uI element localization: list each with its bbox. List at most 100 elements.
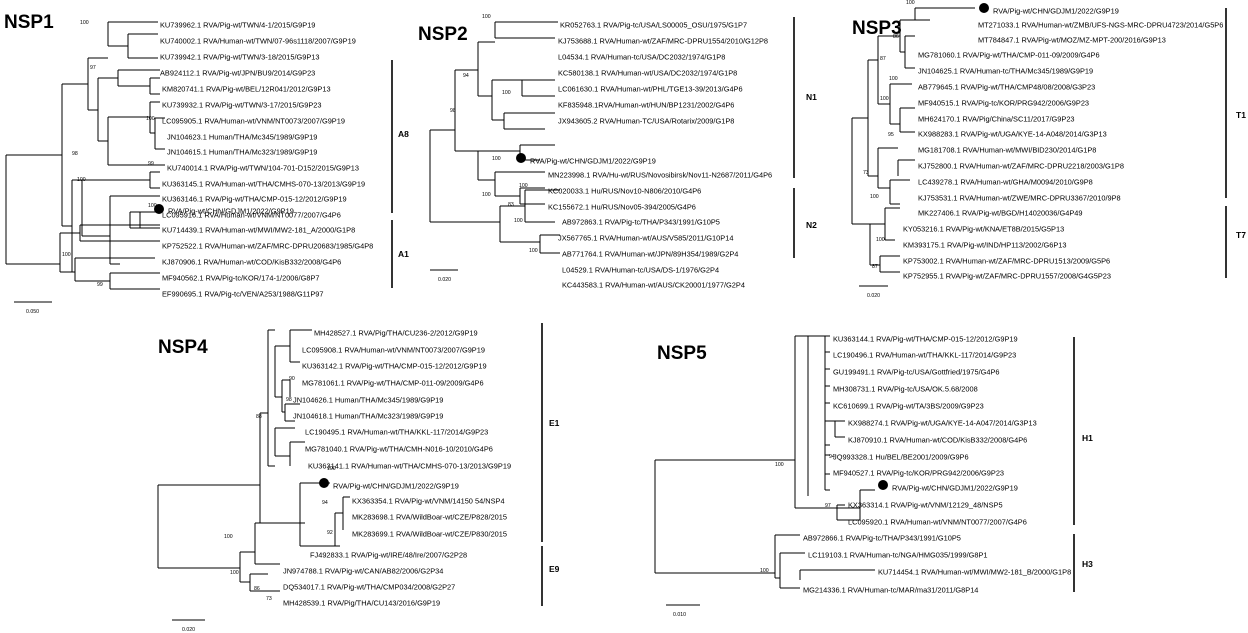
bootstrap-value: 100 xyxy=(906,0,915,6)
bootstrap-value: 100 xyxy=(502,90,511,96)
scale-label: 0.020 xyxy=(438,277,451,283)
leaf-label: KX363354.1 RVA/Pig-wt/VNM/14150 54/NSP4 xyxy=(352,497,505,506)
clade-label: H1 xyxy=(1082,433,1093,443)
leaf-label: KX988274.1 RVA/Pig-wt/UGA/KYE-14-A047/20… xyxy=(848,419,1037,428)
leaf-label: LC190495.1 RVA/Human-wt/THA/KKL-117/2014… xyxy=(305,428,488,437)
leaf-label: KJ753688.1 RVA/Human-wt/ZAF/MRC-DPRU1554… xyxy=(558,37,768,46)
leaf-label: KJ870906.1 RVA/Human-wt/COD/KisB332/2008… xyxy=(162,258,341,267)
scale-label: 0.010 xyxy=(673,612,686,618)
bootstrap-value: 94 xyxy=(463,73,469,79)
leaf-label: LC439278.1 RVA/Human-wt/GHA/M0094/2010/G… xyxy=(918,178,1093,187)
leaf-label: FJ492833.1 RVA/Pig-wt/IRE/48/Ire/2007/G2… xyxy=(310,551,467,560)
bootstrap-value: 87 xyxy=(880,56,886,62)
leaf-label: RVA/Pig-wt/CHN/GDJM1/2022/G9P19 xyxy=(892,484,1018,493)
bootstrap-value: 100 xyxy=(529,248,538,254)
leaf-label: LC061630.1 RVA/Human-wt/PHL/TGE13-39/201… xyxy=(558,85,743,94)
bootstrap-value: 100 xyxy=(870,194,879,200)
bootstrap-value: 73 xyxy=(266,596,272,602)
leaf-label: LC095905.1 RVA/Human-wt/VNM/NT0073/2007/… xyxy=(162,117,345,126)
leaf-label: KU714439.1 RVA/Human-wt/MWI/MW2-181_A/20… xyxy=(162,226,355,235)
study-strain-marker xyxy=(979,3,989,13)
leaf-labels: KU739962.1 RVA/Pig-wt/TWN/4-1/2015/G9P19… xyxy=(160,21,373,299)
bootstrap-value: 95 xyxy=(888,132,894,138)
leaf-label: MF940527.1 RVA/Pig-tc/KOR/PRG942/2006/G9… xyxy=(833,469,1004,478)
leaf-label: JX943605.2 RVA/Human-TC/USA/Rotarix/2009… xyxy=(558,117,734,126)
clade-label: A8 xyxy=(398,129,409,139)
leaf-label: MN223998.1 RVA/Hu-wt/RUS/Novosibirsk/Nov… xyxy=(548,171,772,180)
clade-label: N2 xyxy=(806,220,817,230)
bootstrap-value: 100 xyxy=(482,192,491,198)
bootstrap-value: 92 xyxy=(327,530,333,536)
panel-title: NSP5 xyxy=(657,343,707,364)
bootstrap-value: 97 xyxy=(825,503,831,509)
bootstrap-value: 100 xyxy=(880,96,889,102)
study-strain-marker xyxy=(319,478,329,488)
leaf-label: L04529.1 RVA/Human-tc/USA/DS-1/1976/G2P4 xyxy=(562,266,719,275)
clade-label: T7 xyxy=(1236,230,1246,240)
leaf-label: LC095916.1 RVA/Human-wt/VNM/NT0077/2007/… xyxy=(162,211,341,220)
bootstrap-value: 100 xyxy=(519,183,528,189)
leaf-label: KJ753531.1 RVA/Human-wt/ZWE/MRC-DPRU3367… xyxy=(918,194,1121,203)
leaf-label: LC190496.1 RVA/Human-wt/THA/KKL-117/2014… xyxy=(833,351,1016,360)
bootstrap-value: 100 xyxy=(482,14,491,20)
leaf-labels: KR052763.1 RVA/Pig-tc/USA/LS00005_OSU/19… xyxy=(530,21,772,290)
bootstrap-value: 100 xyxy=(230,570,239,576)
leaf-label: KU714454.1 RVA/Human-wt/MWI/MW2-181_B/20… xyxy=(878,568,1071,577)
panel-title: NSP1 xyxy=(4,12,54,33)
bootstrap-value: 99 xyxy=(97,282,103,288)
leaf-label: RVA/Pig-wt/CHN/GDJM1/2022/G9P19 xyxy=(993,7,1119,16)
bootstrap-value: 100 xyxy=(889,76,898,82)
leaf-label: KU363144.1 RVA/Pig-wt/THA/CMP-015-12/201… xyxy=(833,335,1018,344)
leaf-label: KX988283.1 RVA/Pig-wt/UGA/KYE-14-A048/20… xyxy=(918,130,1107,139)
scale-label: 0.050 xyxy=(26,309,39,315)
tree-branches xyxy=(654,335,875,589)
bootstrap-value: 99 xyxy=(148,161,154,167)
clade-label: E1 xyxy=(549,418,560,428)
leaf-label: EF990695.1 RVA/Pig-tc/VEN/A253/1988/G11P… xyxy=(162,290,323,299)
bootstrap-value: 100 xyxy=(224,534,233,540)
leaf-label: KU739932.1 RVA/Pig-wt/TWN/3-17/2015/G9P2… xyxy=(162,101,322,110)
leaf-label: RVA/Pig-wt/CHN/GDJM1/2022/G9P19 xyxy=(168,207,294,216)
leaf-label: JN104626.1 Human/THA/Mc345/1989/G9P19 xyxy=(293,396,443,405)
leaf-label: KC580138.1 RVA/Human-wt/USA/DC2032/1974/… xyxy=(558,69,737,78)
leaf-label: KJ752800.1 RVA/Human-wt/ZAF/MRC-DPRU2218… xyxy=(918,162,1124,171)
bootstrap-value: 90 xyxy=(289,376,295,382)
leaf-label: JX567765.1 RVA/Human-wt/AUS/V585/2011/G1… xyxy=(558,234,733,243)
leaf-label: MF940562.1 RVA/Pig-tc/KOR/174-1/2006/G8P… xyxy=(162,274,319,283)
bootstrap-value: 100 xyxy=(148,203,157,209)
tree-branches xyxy=(851,7,975,273)
panel-nsp3: NSP3 RVA/Pig-wt/CHN/GDJM1/2022/G9P19MT27… xyxy=(851,0,1246,299)
leaf-label: KC610699.1 RVA/Pig-wt/TA/3BS/2009/G9P23 xyxy=(833,402,984,411)
leaf-label: GU199491.1 RVA/Pig-tc/USA/Gottfried/1975… xyxy=(833,368,1000,377)
bootstrap-value: 98 xyxy=(286,397,292,403)
leaf-label: KC155672.1 Hu/RUS/Nov05-394/2005/G4P6 xyxy=(548,203,696,212)
bootstrap-value: 100 xyxy=(327,466,336,472)
bootstrap-value: 100 xyxy=(876,237,885,243)
clade-label: A1 xyxy=(398,249,409,259)
tree-branches xyxy=(429,21,560,254)
leaf-label: MG214336.1 RVA/Human-tc/MAR/ma31/2011/G8… xyxy=(803,586,978,595)
leaf-label: KX363314.1 RVA/Pig-wt/VNM/12129_48/NSP5 xyxy=(848,501,1003,510)
leaf-label: LC119103.1 RVA/Human-tc/NGA/HMG035/1999/… xyxy=(808,551,988,560)
leaf-label: KU363145.1 RVA/Human-wt/THA/CMHS-070-13/… xyxy=(162,180,365,189)
panel-title: NSP2 xyxy=(418,24,468,45)
leaf-label: MK283698.1 RVA/WildBoar-wt/CZE/P828/2015 xyxy=(352,513,507,522)
leaf-label: AB779645.1 RVA/Pig-wt/THA/CMP48/08/2008/… xyxy=(918,83,1095,92)
leaf-label: KY053216.1 RVA/Pig-wt/KNA/ET8B/2015/G5P1… xyxy=(903,225,1064,234)
leaf-label: KU363142.1 RVA/Pig-wt/THA/CMP-015-12/201… xyxy=(302,362,487,371)
leaf-label: KU739962.1 RVA/Pig-wt/TWN/4-1/2015/G9P19 xyxy=(160,21,315,30)
bootstrap-value: 100 xyxy=(760,568,769,574)
leaf-label: AB972863.1 RVA/Pig-tc/THA/P343/1991/G10P… xyxy=(562,218,720,227)
tree-branches xyxy=(5,21,165,290)
study-strain-marker xyxy=(516,153,526,163)
leaf-label: KF835948.1RVA/Human-wt/HUN/BP1231/2002/G… xyxy=(558,101,734,110)
panel-nsp5: NSP5 KU363144.1 RVA/Pig-wt/THA/CMP-015-1… xyxy=(654,335,1093,618)
leaf-label: JN104615.1 Human/THA/Mc323/1989/G9P19 xyxy=(167,148,317,157)
leaf-label: MG781061.1 RVA/Pig-wt/THA/CMP-011-09/200… xyxy=(302,379,484,388)
clade-label: H3 xyxy=(1082,559,1093,569)
